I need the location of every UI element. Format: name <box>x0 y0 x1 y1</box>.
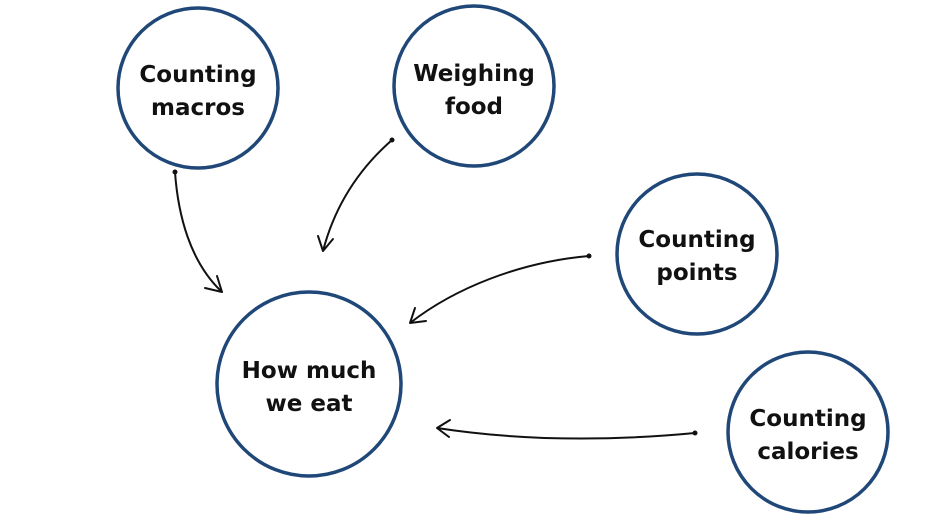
node-label: macros <box>151 95 245 121</box>
node-label: we eat <box>266 391 353 417</box>
node-label: Counting <box>749 406 866 432</box>
node-counting-macros: Counting macros <box>116 6 280 170</box>
edge-macros-to-center <box>172 169 223 293</box>
node-label: calories <box>757 439 858 465</box>
edge-calories-to-center <box>436 419 698 440</box>
node-label: Counting <box>638 227 755 253</box>
node-counting-calories: Counting calories <box>726 350 890 514</box>
node-label: points <box>656 260 737 286</box>
node-label: Weighing <box>413 61 535 87</box>
edge-points-to-center <box>409 253 592 324</box>
edge-weighing-to-center <box>317 137 395 252</box>
node-counting-points: Counting points <box>615 172 779 336</box>
node-label: How much <box>242 358 377 384</box>
node-how-much-we-eat: How much we eat <box>215 290 403 478</box>
node-weighing-food: Weighing food <box>392 4 556 168</box>
node-label: Counting <box>139 62 256 88</box>
node-label: food <box>445 94 503 120</box>
